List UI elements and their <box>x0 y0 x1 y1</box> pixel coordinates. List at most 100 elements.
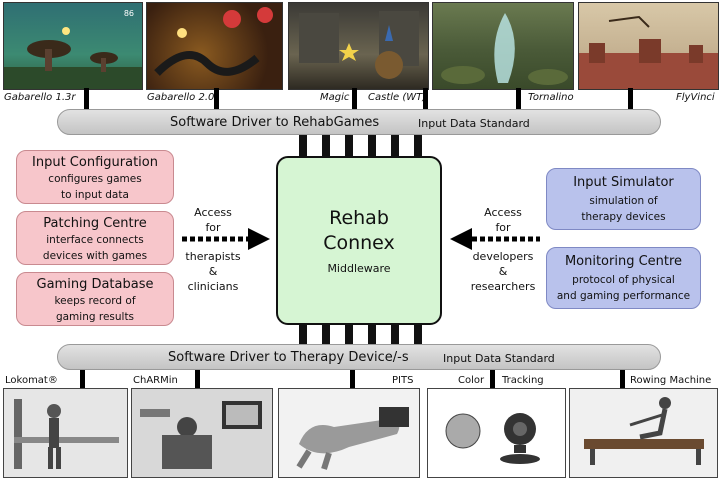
access-developers-label: Access for <box>468 205 538 235</box>
connector-line <box>516 88 521 109</box>
access-developers-label-lower: developers & researchers <box>468 249 538 294</box>
city-scene-icon <box>579 15 718 89</box>
game-thumbnail-magic-castle <box>288 2 429 90</box>
top-driver-title: Software Driver to RehabGames <box>170 115 380 130</box>
top-driver-bar: Software Driver to RehabGames Input Data… <box>57 109 661 135</box>
game-label-gabarello-13r: Gabarello 1.3r <box>4 92 76 103</box>
game-thumbnail-flyvinci <box>578 2 719 90</box>
device-image-pits <box>278 388 420 478</box>
access-line: for <box>495 221 511 234</box>
box-title: Patching Centre <box>43 216 147 231</box>
rowing-machine-icon <box>584 397 704 465</box>
access-line: Access <box>484 206 522 219</box>
device-label-tracking: Tracking <box>502 375 544 386</box>
bottom-driver-subtitle: Input Data Standard <box>443 352 555 365</box>
webcam-color-ball-icon <box>445 413 540 464</box>
device-label-rowing-machine: Rowing Machine <box>630 375 712 386</box>
game-label-tornalino: Tornalino <box>528 92 574 103</box>
device-image-rowing-machine <box>569 388 718 478</box>
box-line: and gaming performance <box>556 290 691 302</box>
bottom-driver-title: Software Driver to Therapy Device/-s <box>168 350 409 365</box>
center-title-line2: Connex <box>323 232 395 254</box>
left-arrow-icon <box>450 228 540 250</box>
device-label-color: Color <box>458 375 485 386</box>
access-line: Access <box>194 206 232 219</box>
device-label-charmin: ChARMin <box>133 375 178 386</box>
access-line: developers <box>472 250 534 263</box>
chip-pin <box>368 325 376 345</box>
connector-line <box>423 88 428 109</box>
chip-pin <box>299 135 307 157</box>
chip-pin <box>322 135 330 157</box>
game-thumbnail-gabarello-13r: 86 <box>3 2 143 90</box>
mushroom-scene-icon <box>4 27 142 89</box>
chip-pin <box>345 135 353 157</box>
device-image-lokomat <box>3 388 128 478</box>
center-title-line1: Rehab <box>329 207 389 229</box>
box-line: devices with games <box>42 250 148 262</box>
input-simulator-box[interactable]: Input Simulator simulation of therapy de… <box>546 168 701 230</box>
access-therapists-label-lower: therapists & clinicians <box>178 249 248 294</box>
rehab-connex-middleware: Rehab Connex Middleware <box>276 156 442 325</box>
chip-pin <box>345 325 353 345</box>
game-thumbnail-tornalino <box>432 2 574 90</box>
box-line: simulation of <box>589 195 658 207</box>
connector-line <box>490 370 495 388</box>
arm-robot-icon <box>140 401 262 469</box>
box-line: protocol of physical <box>572 274 675 286</box>
box-line: therapy devices <box>581 211 666 223</box>
top-driver-subtitle: Input Data Standard <box>418 117 530 130</box>
bottom-driver-bar: Software Driver to Therapy Device/-s Inp… <box>57 344 661 370</box>
glove-hand-icon <box>296 407 409 470</box>
connector-line <box>352 88 357 109</box>
access-line: researchers <box>470 280 536 293</box>
box-line: keeps record of <box>54 295 136 307</box>
box-line: interface connects <box>46 234 144 246</box>
access-therapists-label: Access for <box>178 205 248 235</box>
connector-line <box>620 370 625 388</box>
game-label-flyvinci: FlyVinci <box>676 92 715 103</box>
center-subtitle: Middleware <box>327 262 391 275</box>
device-label-pits: PITS <box>392 375 414 386</box>
input-configuration-box[interactable]: Input Configuration configures games to … <box>16 150 174 204</box>
connector-line <box>350 370 355 388</box>
chip-pin <box>414 325 422 345</box>
right-arrow-icon <box>182 228 270 250</box>
connector-line <box>628 88 633 109</box>
box-title: Input Configuration <box>32 155 158 170</box>
monitoring-centre-box[interactable]: Monitoring Centre protocol of physical a… <box>546 247 701 309</box>
access-line: for <box>205 221 221 234</box>
game-score: 86 <box>123 9 134 18</box>
chip-pin <box>391 325 399 345</box>
chip-pin <box>299 325 307 345</box>
box-line: configures games <box>48 173 142 185</box>
tentacle-scene-icon <box>154 7 273 76</box>
access-line: clinicians <box>187 280 239 293</box>
access-line: therapists <box>185 250 241 263</box>
box-title: Monitoring Centre <box>564 254 683 269</box>
game-label-magic: Magic <box>320 92 350 103</box>
device-label-lokomat: Lokomat® <box>5 375 58 386</box>
box-title: Gaming Database <box>36 277 154 292</box>
chip-pin <box>368 135 376 157</box>
chip-pin <box>414 135 422 157</box>
access-line: & <box>208 265 218 278</box>
access-line: & <box>498 265 508 278</box>
connector-line <box>80 370 85 388</box>
patching-centre-box[interactable]: Patching Centre interface connects devic… <box>16 211 174 265</box>
tornado-scene-icon <box>441 13 568 85</box>
connector-line <box>195 370 200 388</box>
game-label-gabarello-20: Gabarello 2.0 <box>147 92 215 103</box>
device-image-charmin <box>131 388 273 478</box>
box-title: Input Simulator <box>573 175 674 190</box>
box-line: gaming results <box>55 311 135 323</box>
device-image-color-tracking <box>427 388 566 478</box>
connector-line <box>84 88 89 109</box>
chip-pin <box>391 135 399 157</box>
castle-scene-icon <box>299 11 419 79</box>
chip-pin <box>322 325 330 345</box>
connector-line <box>214 88 219 109</box>
gaming-database-box[interactable]: Gaming Database keeps record of gaming r… <box>16 272 174 326</box>
box-line: to input data <box>61 189 129 201</box>
lokomat-robot-icon <box>14 399 119 469</box>
